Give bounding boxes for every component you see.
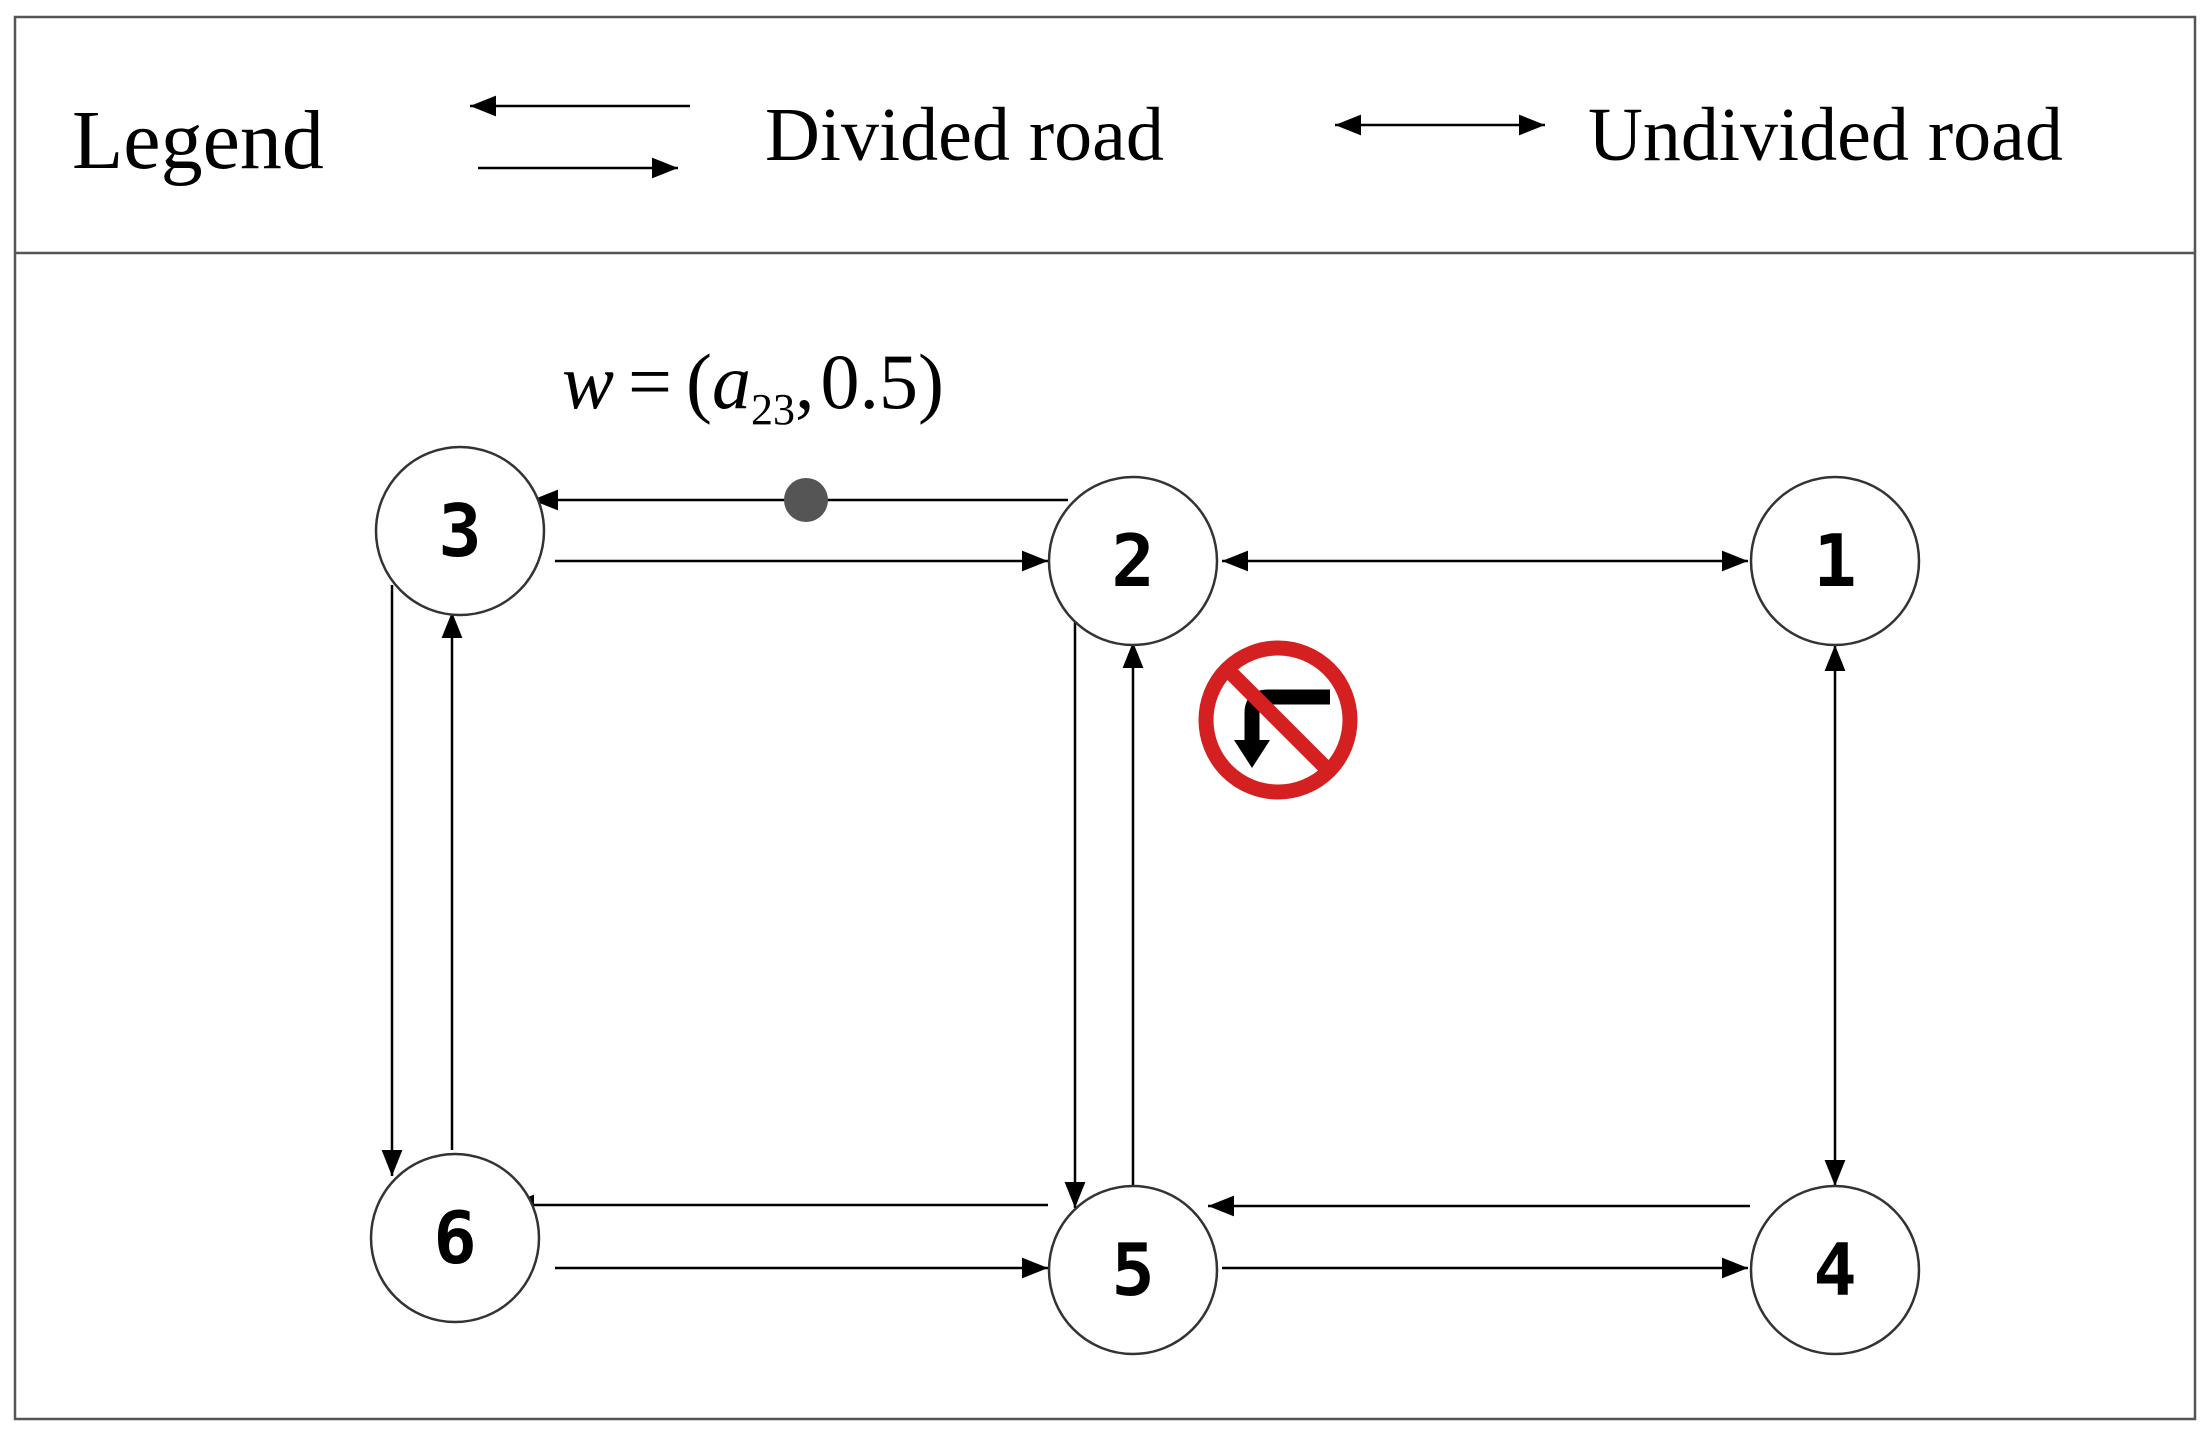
node-2: 2	[1047, 475, 1219, 647]
node-4-label: 4	[1813, 1228, 1856, 1312]
node-2-label: 2	[1111, 519, 1154, 603]
annotation-a: a	[712, 338, 751, 425]
divided-road-legend-icon	[470, 95, 690, 179]
divided-road-label: Divided road	[765, 93, 1164, 177]
annotation-close-paren: )	[918, 338, 944, 425]
node-6: 6	[369, 1152, 541, 1324]
annotation-open-paren: (	[686, 338, 712, 425]
vehicle-position-point	[784, 478, 828, 522]
node-3-circle	[374, 445, 546, 617]
annotation-w: w	[562, 338, 614, 425]
annotation-equals: =	[628, 338, 672, 425]
node-6-label: 6	[433, 1196, 476, 1280]
node-1-circle	[1749, 475, 1921, 647]
node-5-circle	[1047, 1184, 1219, 1356]
node-3: 3	[374, 445, 546, 617]
node-1-label: 1	[1813, 519, 1856, 603]
annotation-subscript: 23	[751, 385, 795, 434]
undivided-road-label: Undivided road	[1588, 93, 2063, 177]
node-3-label: 3	[438, 489, 481, 573]
position-annotation: w=(a23,0.5)	[562, 338, 944, 434]
annotation-value: 0.5	[821, 338, 919, 425]
node-4: 4	[1749, 1184, 1921, 1356]
road-edges	[381, 489, 1846, 1279]
node-2-circle	[1047, 475, 1219, 647]
figure-frame	[13, 15, 2197, 1421]
no-left-turn-icon	[1198, 640, 1358, 800]
node-1: 1	[1749, 475, 1921, 647]
node-4-circle	[1749, 1184, 1921, 1356]
node-6-circle	[369, 1152, 541, 1324]
annotation-comma: ,	[795, 338, 815, 425]
node-5-label: 5	[1111, 1228, 1154, 1312]
node-5: 5	[1047, 1184, 1219, 1356]
legend-title: Legend	[72, 94, 324, 187]
